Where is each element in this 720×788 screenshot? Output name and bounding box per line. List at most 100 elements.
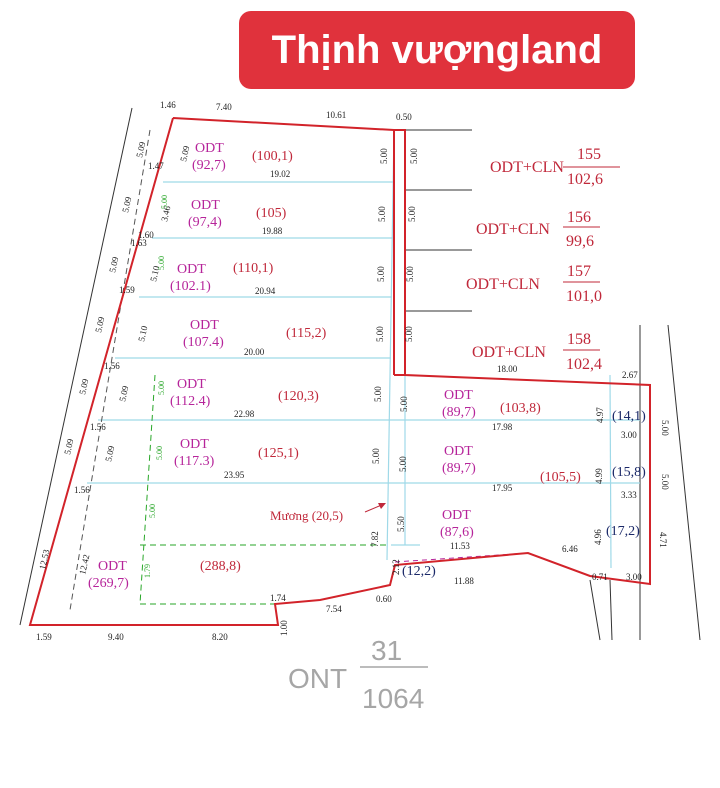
dim-bottom-2: 9.40 <box>108 632 124 642</box>
dim-inner-5: 5.09 <box>117 384 130 402</box>
right-lot-2-area: (89,7) <box>442 461 476 476</box>
neighbor-155-area: 102,6 <box>567 171 603 188</box>
dim-center-8: 2.12 <box>391 559 401 575</box>
lot-4-lot-area: (115,2) <box>286 326 327 341</box>
canal-arrow-head <box>378 503 386 509</box>
lot-6-length: 23.95 <box>224 470 245 480</box>
neighbor-158-label: ODT+CLN <box>472 344 546 361</box>
dim-right-edge-3: 4.71 <box>658 532 668 548</box>
lot-1-length: 19.02 <box>270 169 290 179</box>
lot-6-area: (117.3) <box>174 454 215 469</box>
dim-right-width-2: 3.33 <box>621 490 637 500</box>
bottom-lot-area: (269,7) <box>88 576 129 591</box>
right-lot-3-length: 11.53 <box>450 541 470 551</box>
dim-center-5: 5.00 <box>373 386 383 402</box>
center-divider <box>386 129 395 561</box>
neighbor-157-area: 101,0 <box>566 288 602 305</box>
right-road-line-2 <box>667 324 701 641</box>
dim-left-6: 5.09 <box>62 437 75 455</box>
dim-green-1: 5.00 <box>160 195 169 209</box>
right-lot-2-lot-area: (105,5) <box>540 470 581 485</box>
dim-right-inner-3: 4.96 <box>593 529 603 545</box>
right-lot-1-corner: (14,1) <box>612 409 646 424</box>
dim-left-7: 12.53 <box>37 548 51 570</box>
lot-5-label: ODT <box>177 377 206 392</box>
lot-5-area: (112.4) <box>170 394 211 409</box>
dim-offset-2: 1.60 <box>138 230 154 240</box>
dim-bottom-3: 8.20 <box>212 632 228 642</box>
neighbor-157-number: 157 <box>567 263 591 280</box>
dim-offset-7: 1.56 <box>74 485 90 495</box>
dim-top-right-2: 2.67 <box>622 370 638 380</box>
lot-2-lot-area: (105) <box>256 206 287 221</box>
dim-bottom-6: 0.60 <box>376 594 392 604</box>
right-lot-2-label: ODT <box>444 444 473 459</box>
lot-4-length: 20.00 <box>244 347 265 357</box>
dim-center-right-5: 5.00 <box>399 396 409 412</box>
green-dash-vertical <box>139 374 156 605</box>
dim-center-right-7: 5.50 <box>396 516 406 532</box>
right-lot-3-label: ODT <box>442 508 471 523</box>
dim-right-inner-1: 4.97 <box>595 407 605 423</box>
dim-green-6: 1.79 <box>143 564 152 578</box>
right-lot-3-area: (87,6) <box>440 525 474 540</box>
lot-4-label: ODT <box>190 318 219 333</box>
dim-inner-6: 5.09 <box>103 444 116 462</box>
dim-green-2: 5.00 <box>157 256 166 270</box>
brand-banner: Thịnh vượngland <box>239 11 635 89</box>
left-road-line <box>19 107 133 626</box>
dim-bottom-7: 11.88 <box>454 576 474 586</box>
dim-offset-4: 1.59 <box>119 285 135 295</box>
dim-top-2: 7.40 <box>216 102 232 112</box>
dim-bottom-1: 1.59 <box>36 632 52 642</box>
ont-label: ONT <box>288 663 347 694</box>
gray-dash-line <box>69 129 151 611</box>
dim-green-5: 5.00 <box>148 504 157 518</box>
lot-1-area: (92,7) <box>192 158 226 173</box>
dim-inner-2: 3.46 <box>159 204 172 222</box>
dim-bottom-11: 6.46 <box>562 544 578 554</box>
dim-top-right-1: 18.00 <box>497 364 518 374</box>
bottom-right-line-2 <box>609 579 613 641</box>
lot-3-lot-area: (110,1) <box>233 261 274 276</box>
lot-6-label: ODT <box>180 437 209 452</box>
neighbor-156-number: 156 <box>567 209 591 226</box>
right-lot-1-length: 17.98 <box>492 422 513 432</box>
lot-4-area: (107.4) <box>183 335 224 350</box>
right-lot-1-area: (89,7) <box>442 405 476 420</box>
dim-center-1: 5.00 <box>379 148 389 164</box>
dim-left-4: 5.09 <box>93 315 106 333</box>
dim-offset-5: 1.56 <box>104 361 120 371</box>
lot-3-length: 20.94 <box>255 286 276 296</box>
right-lot-2-length: 17.95 <box>492 483 513 493</box>
dim-bottom-9: 3.00 <box>626 572 642 582</box>
ont-area: 1064 <box>362 683 424 714</box>
bottom-lot-lot-area: (288,8) <box>200 559 241 574</box>
dim-center-right-6: 5.00 <box>398 456 408 472</box>
bottom-lot-label: ODT <box>98 559 127 574</box>
dim-center-right-2: 5.00 <box>407 206 417 222</box>
right-lot-1-label: ODT <box>444 388 473 403</box>
dim-green-4: 5.00 <box>155 446 164 460</box>
right-corner-divider <box>609 374 612 569</box>
dim-center-2: 5.00 <box>377 206 387 222</box>
dim-center-7: 7.82 <box>370 531 380 547</box>
dim-offset-3: 1.63 <box>131 238 147 248</box>
dim-inner-4: 5.10 <box>136 324 149 342</box>
neighbor-156-area: 99,6 <box>566 233 594 250</box>
dim-left-3: 5.09 <box>107 255 120 273</box>
neighbor-155-label: ODT+CLN <box>490 159 564 176</box>
lot-6-lot-area: (125,1) <box>258 446 299 461</box>
dim-bottom-4: 1.00 <box>279 620 289 636</box>
dim-bottom-10: 1.74 <box>270 593 286 603</box>
lot-3-label: ODT <box>177 262 206 277</box>
dim-left-1: 5.09 <box>134 140 147 158</box>
dim-center-right-1: 5.00 <box>409 148 419 164</box>
dim-center-4: 5.00 <box>375 326 385 342</box>
dim-center-right-3: 5.00 <box>405 266 415 282</box>
parcel-boundary <box>28 117 651 626</box>
dim-right-edge-2: 5.00 <box>660 474 670 490</box>
dim-inner-3: 5.10 <box>148 264 161 282</box>
bottom-right-line <box>589 579 601 641</box>
right-lot-2-corner: (15,8) <box>612 465 646 480</box>
